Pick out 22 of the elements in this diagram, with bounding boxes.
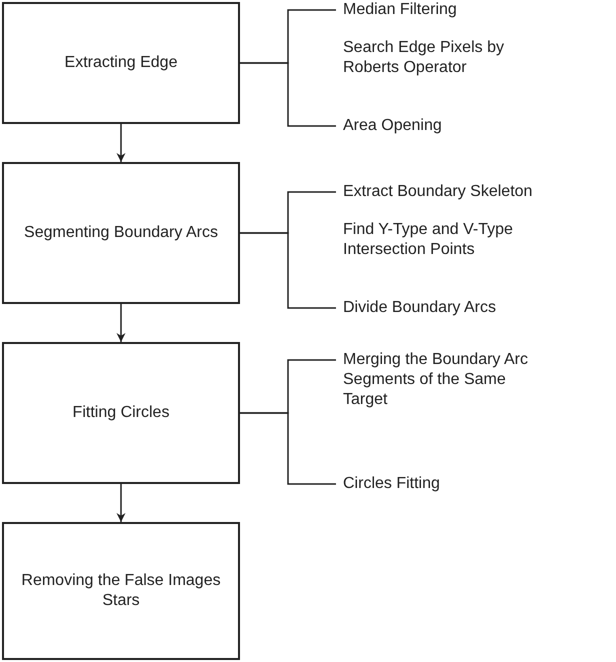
process-box — [2, 522, 240, 660]
process-box — [2, 342, 240, 484]
step-text: Find Y-Type and V-Type Intersection Points — [336, 220, 551, 260]
step-text: Area Opening — [336, 116, 551, 136]
step-text: Median Filtering — [336, 0, 551, 20]
step-text: Circles Fitting — [336, 474, 551, 494]
box-label: Removing the False Images Stars — [20, 571, 222, 611]
box-label: Segmenting Boundary Arcs — [24, 223, 218, 243]
process-box — [2, 162, 240, 304]
step-text: Search Edge Pixels by Roberts Operator — [336, 38, 551, 78]
process-box — [2, 2, 240, 124]
box-label: Extracting Edge — [64, 53, 178, 73]
connector-line — [240, 412, 336, 485]
box-label: Fitting Circles — [72, 403, 170, 423]
arrow — [116, 304, 126, 342]
connector-line — [240, 62, 336, 127]
arrow — [116, 484, 126, 522]
step-text: Divide Boundary Arcs — [336, 298, 551, 318]
step-text: Merging the Boundary Arc Segments of the Same Target — [336, 350, 551, 410]
connector-line — [240, 232, 336, 309]
arrow — [116, 124, 126, 162]
step-text: Extract Boundary Skeleton — [336, 182, 551, 202]
